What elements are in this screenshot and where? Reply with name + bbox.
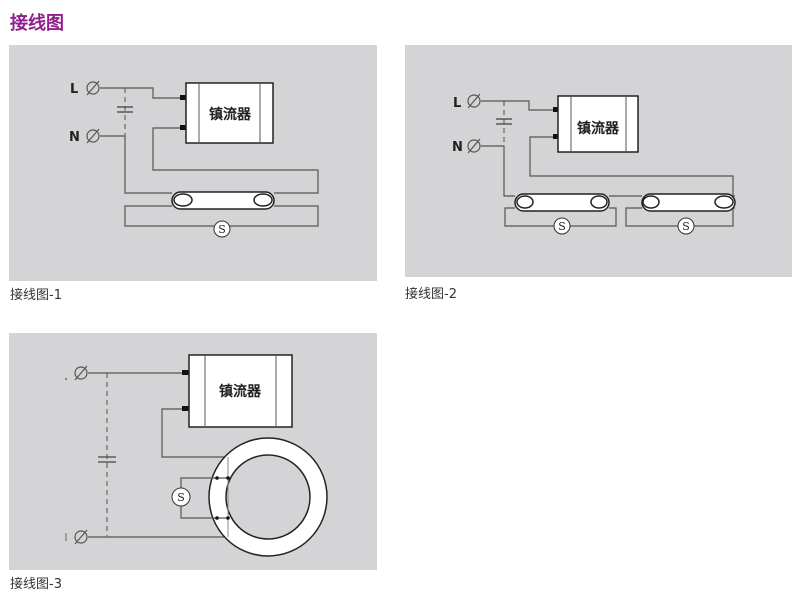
- terminal-neutral-icon: [86, 128, 100, 144]
- live-label: L: [453, 96, 461, 111]
- svg-text:S: S: [682, 220, 690, 233]
- ballast-label: 镇流器: [209, 106, 252, 123]
- fluorescent-tube-icon: [514, 193, 610, 212]
- svg-text:S: S: [177, 491, 185, 504]
- capacitor-icon: [117, 106, 133, 113]
- page-title: 接线图: [10, 12, 64, 34]
- diagram-caption: 接线图-1: [10, 287, 62, 303]
- starter-icon: S: [213, 220, 231, 238]
- live-label: L: [70, 82, 78, 97]
- starter-icon: S: [553, 217, 571, 235]
- diagram-panel: [405, 45, 792, 277]
- diagram-3: 镇流器 S 接线图-3: [9, 333, 377, 592]
- diagram-caption: 接线图-2: [405, 286, 457, 302]
- ballast-box: [188, 354, 293, 428]
- fluorescent-tube-icon: [641, 193, 736, 212]
- starter-icon: S: [677, 217, 695, 235]
- terminal-live-icon: [74, 365, 88, 381]
- ballast-label: 镇流器: [577, 120, 620, 137]
- terminal-neutral-icon: [74, 529, 88, 545]
- diagram-1: L N 镇流器 S 接线图-1: [9, 45, 377, 303]
- diagram-panel: [9, 45, 377, 281]
- capacitor-icon: [496, 118, 512, 125]
- terminal-live-icon: [467, 93, 481, 109]
- terminal-live-icon: [86, 80, 100, 96]
- wire: [152, 127, 319, 194]
- diagram-2: L N 镇流器 S S 接线图-2: [405, 45, 792, 302]
- diagram-caption: 接线图-3: [10, 576, 62, 592]
- capacitor-icon: [98, 456, 116, 463]
- fluorescent-tube-icon: [171, 191, 275, 210]
- wire: [100, 87, 182, 99]
- neutral-label: N: [69, 130, 80, 145]
- wire: [100, 135, 172, 194]
- ballast-box: [185, 82, 274, 144]
- ballast-label: 镇流器: [219, 383, 262, 400]
- terminal-neutral-icon: [467, 138, 481, 154]
- svg-text:S: S: [558, 220, 566, 233]
- neutral-label: N: [452, 140, 463, 155]
- circular-tube-icon: [208, 437, 328, 557]
- starter-icon: S: [171, 487, 191, 507]
- svg-text:S: S: [218, 223, 226, 236]
